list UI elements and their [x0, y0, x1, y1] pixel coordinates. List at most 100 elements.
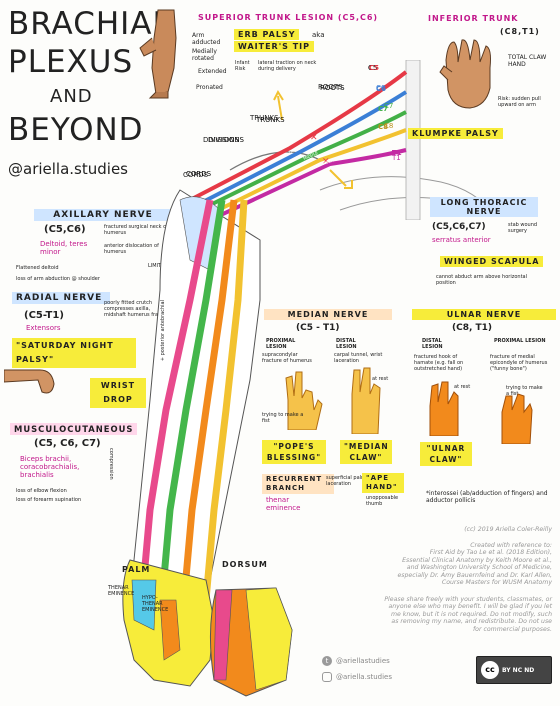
extended-label: Extended: [198, 68, 227, 75]
median-proximal-title: PROXIMAL LESION: [266, 338, 296, 350]
svg-text:✕: ✕: [310, 133, 318, 143]
long-thoracic-cause: stab wound surgery: [508, 222, 538, 234]
ulnar-distal-cause: fractured hook of hamate (e.g. fall on o…: [414, 354, 464, 372]
median-at-rest: at rest: [372, 376, 389, 382]
instagram-row[interactable]: @ariella.studies: [322, 672, 392, 682]
axillary-limit: LIMIT 15°: [148, 263, 172, 269]
recurrent-branch-label: RECURRENT BRANCH: [262, 474, 334, 494]
medially-rotated-label: Medially rotated: [192, 48, 217, 62]
radial-cause: poorly fitted crutch compresses axilla, …: [104, 300, 171, 318]
credits-ref-3: and Washington University School of Medi…: [406, 564, 552, 572]
axillary-muscles: Deltoid, teres minor: [40, 240, 88, 256]
ape-hand-label: "APE HAND": [362, 473, 404, 493]
axillary-cause-2: anterior dislocation of humerus: [104, 243, 159, 255]
credits-block: Created with reference to: First Aid by …: [300, 542, 552, 586]
long-thoracic-symptom: cannot abduct arm above horizontal posit…: [436, 274, 527, 286]
total-claw-hand-sketch: [439, 39, 491, 109]
title-line-1: BRACHIAL: [8, 6, 171, 42]
svg-text:✕: ✕: [322, 157, 330, 167]
dorsum-hand-sketch: [209, 587, 293, 697]
plexus-c8-label: C8: [378, 123, 389, 131]
musculo-levels: (C5, C6, C7): [34, 438, 101, 449]
winged-scapula-label: WINGED SCAPULA: [440, 256, 544, 267]
median-claw-label: "MEDIAN CLAW": [340, 440, 392, 464]
credits-ref-1: First Aid by Tao Le et al. (2018 Edition…: [429, 549, 552, 557]
ulnar-nerve-band: [202, 199, 248, 601]
popes-blessing-label: "POPE'S BLESSING": [262, 440, 326, 464]
ulnar-title: ULNAR NERVE: [412, 309, 556, 320]
wrist-drop-hand-sketch: [4, 369, 55, 394]
traction-label: lateral traction on neck during delivery: [258, 60, 317, 72]
klumpke-palsy-label: KLUMPKE PALSY: [408, 128, 503, 139]
cc-license-badge: cc BY NC ND: [476, 656, 552, 684]
ulnar-claw-label: "ULNAR CLAW": [420, 442, 472, 466]
ulnar-claw-hand-fist: [501, 393, 533, 444]
divisions-label: DIVISIONS: [208, 136, 245, 144]
cords-label: CORDS: [186, 170, 212, 178]
svg-text:C5: C5: [368, 64, 377, 72]
radial-levels: (C5-T1): [24, 310, 64, 321]
twitter-handle: @ariellastudies: [336, 657, 390, 665]
median-claw-hand: [351, 367, 381, 434]
axillary-levels: (C5,C6): [44, 224, 86, 235]
long-thoracic-levels: (C5,C6,C7): [432, 222, 486, 232]
median-title: MEDIAN NERVE: [264, 309, 392, 320]
interossei-note: *interossei (ab/adduction of fingers) an…: [426, 490, 548, 504]
plexus-t1-label: T1: [392, 149, 402, 157]
svg-text:C8: C8: [384, 122, 393, 130]
share-line-4: as removing my name, and redistribute. D…: [391, 618, 552, 626]
ulnar-claw-hand-rest: [429, 381, 459, 436]
license-text: BY NC ND: [502, 666, 535, 674]
hypothenar-eminence-label: HYPO-THENAR EMINENCE: [142, 595, 169, 613]
radial-nerve-band: [138, 199, 214, 601]
long-thoracic-title: LONG THORACIC NERVE: [430, 197, 538, 217]
root-c8-path: [205, 128, 407, 218]
dorsum-label: DORSUM: [222, 560, 268, 569]
svg-text:C6: C6: [376, 84, 386, 92]
title-line-4: BEYOND: [8, 112, 144, 148]
inferior-trunk-title: INFERIOR TRUNK: [428, 14, 519, 23]
popes-blessing-hand: [285, 371, 323, 430]
ulnar-trying-fist: trying to make a fist: [506, 385, 543, 397]
author-handle: @ariella.studies: [8, 160, 128, 178]
title-line-2: PLEXUS: [8, 44, 134, 80]
waiters-tip-arm-sketch: [139, 9, 177, 99]
svg-text:T1: T1: [391, 154, 401, 162]
infant-risk-label: Infant Risk: [235, 60, 250, 72]
musculo-muscles: Biceps brachii, coracobrachialis, brachi…: [20, 455, 80, 479]
cc-icon: cc: [481, 661, 499, 679]
share-line-3: me know, but it is not required. Do not …: [390, 610, 552, 618]
saturday-night-palsy: "SATURDAY NIGHT PALSY": [12, 338, 136, 368]
svg-text:UPPER: UPPER: [288, 144, 302, 155]
superior-trunk-title: SUPERIOR TRUNK LESION (C5,C6): [198, 13, 379, 22]
credits-created: Created with reference to:: [470, 542, 552, 549]
median-levels: (C5 - T1): [296, 323, 340, 333]
share-block: Please share freely with your students, …: [300, 596, 552, 633]
median-distal-title: DISTAL LESION: [336, 338, 357, 350]
musculo-compression: compression: [108, 448, 114, 480]
wrist-drop-label: WRIST DROP: [90, 378, 146, 408]
ulnar-at-rest: at rest: [454, 384, 471, 390]
radial-title: RADIAL NERVE: [12, 292, 110, 304]
musculo-symptom-1: loss of elbow flexion: [16, 488, 67, 494]
unopposable-thumb: unopposable thumb: [366, 495, 399, 507]
axillary-cause-1: fractured surgical neck of humerus: [104, 224, 168, 236]
median-proximal-cause: supracondylar fracture of humerus: [262, 352, 312, 364]
inferior-trunk-levels: (C8,T1): [500, 27, 540, 36]
plexus-trunks-label: TRUNKS: [250, 114, 279, 122]
ulnar-proximal-title: PROXIMAL LESION: [494, 338, 546, 344]
roots-label: ROOTS: [320, 84, 345, 92]
twitter-row[interactable]: t @ariellastudies: [322, 656, 390, 666]
plexus-c7-label: C7: [378, 105, 389, 113]
waiters-tip-label: WAITER'S TIP: [234, 41, 315, 52]
brachial-plexus-diagram: ✕ ✕ C5 C6 C7 C8 T1 ROOTS TRUNKS DIVISION…: [186, 60, 491, 220]
share-line-2: anyone else who may benefit. I will be g…: [388, 603, 552, 611]
arm-adducted-label: Arm adducted: [192, 32, 221, 46]
axillary-symptom-2: loss of arm abduction @ shoulder: [16, 276, 100, 282]
copyright: (cc) 2019 Ariella Coler-Reilly: [464, 526, 552, 533]
axillary-title: AXILLARY NERVE: [34, 209, 172, 221]
plexus-cords-label: CORDS: [183, 171, 209, 179]
root-c7-path: [199, 110, 407, 212]
twitter-icon: t: [322, 656, 332, 666]
svg-text:MIDDLE: MIDDLE: [302, 150, 319, 161]
